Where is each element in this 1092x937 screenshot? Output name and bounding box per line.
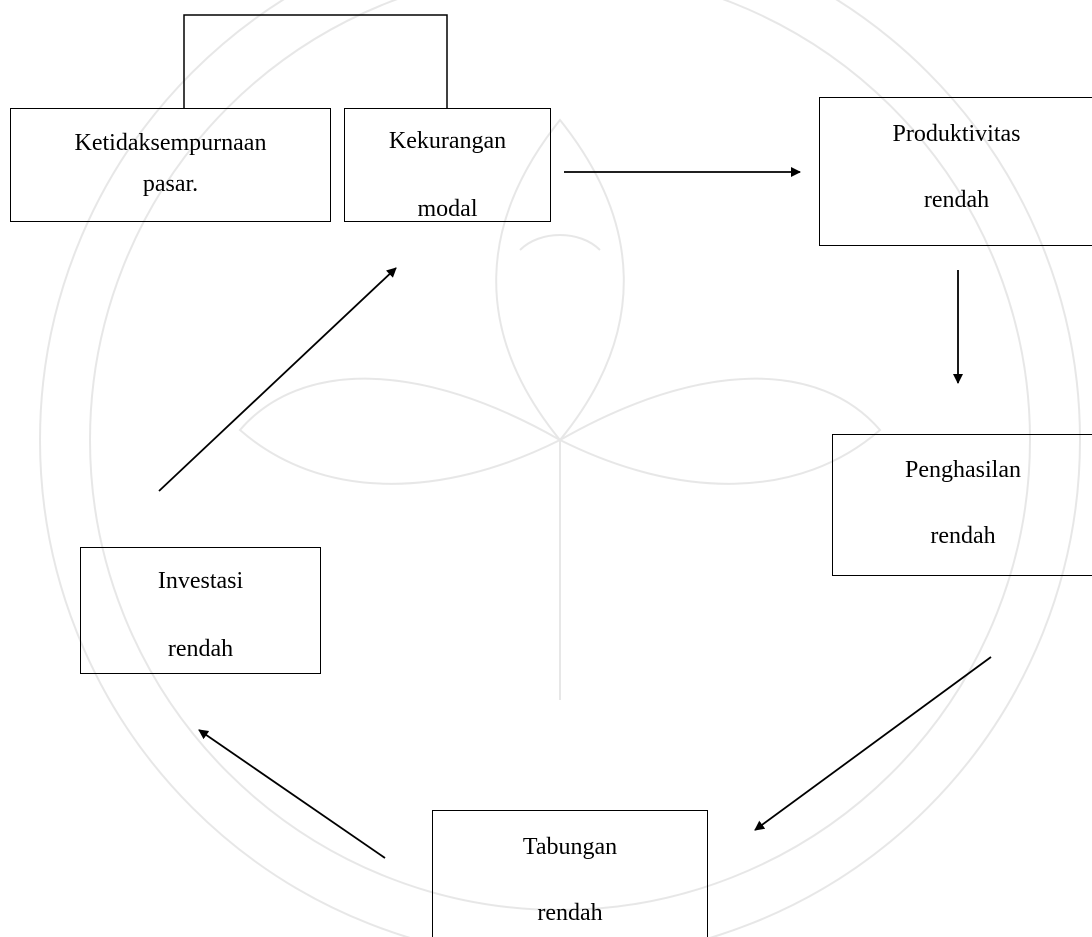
arrow-investasi-to-modal — [158, 267, 397, 492]
node-ketidaksempurnaan-line1: Ketidaksempurnaan — [74, 130, 267, 156]
node-tabungan-line1: Tabungan — [522, 834, 618, 860]
node-investasi-line2: rendah — [167, 636, 234, 662]
node-ketidaksempurnaan-line2: pasar. — [142, 171, 199, 197]
node-produktivitas-line2: rendah — [923, 187, 990, 213]
node-investasi-rendah: Investasi rendah — [80, 547, 321, 674]
node-kekurangan-line1: Kekurangan — [388, 128, 507, 154]
node-produktivitas-rendah: Produktivitas rendah — [819, 97, 1092, 246]
node-tabungan-rendah: Tabungan rendah — [432, 810, 708, 937]
node-ketidaksempurnaan-pasar: Ketidaksempurnaan pasar. — [10, 108, 331, 222]
arrow-tabungan-to-investasi — [198, 729, 386, 859]
arrow-penghasilan-to-tabungan — [754, 656, 992, 831]
node-kekurangan-modal: Kekurangan modal — [344, 108, 551, 222]
node-penghasilan-line1: Penghasilan — [905, 457, 1021, 483]
node-tabungan-line2: rendah — [537, 900, 603, 926]
node-penghasilan-line2: rendah — [930, 523, 996, 549]
bracket-connector — [183, 14, 448, 108]
node-produktivitas-line1: Produktivitas — [892, 121, 1021, 147]
node-investasi-line1: Investasi — [157, 568, 244, 594]
node-kekurangan-line2: modal — [417, 196, 478, 222]
node-penghasilan-rendah: Penghasilan rendah — [832, 434, 1092, 576]
